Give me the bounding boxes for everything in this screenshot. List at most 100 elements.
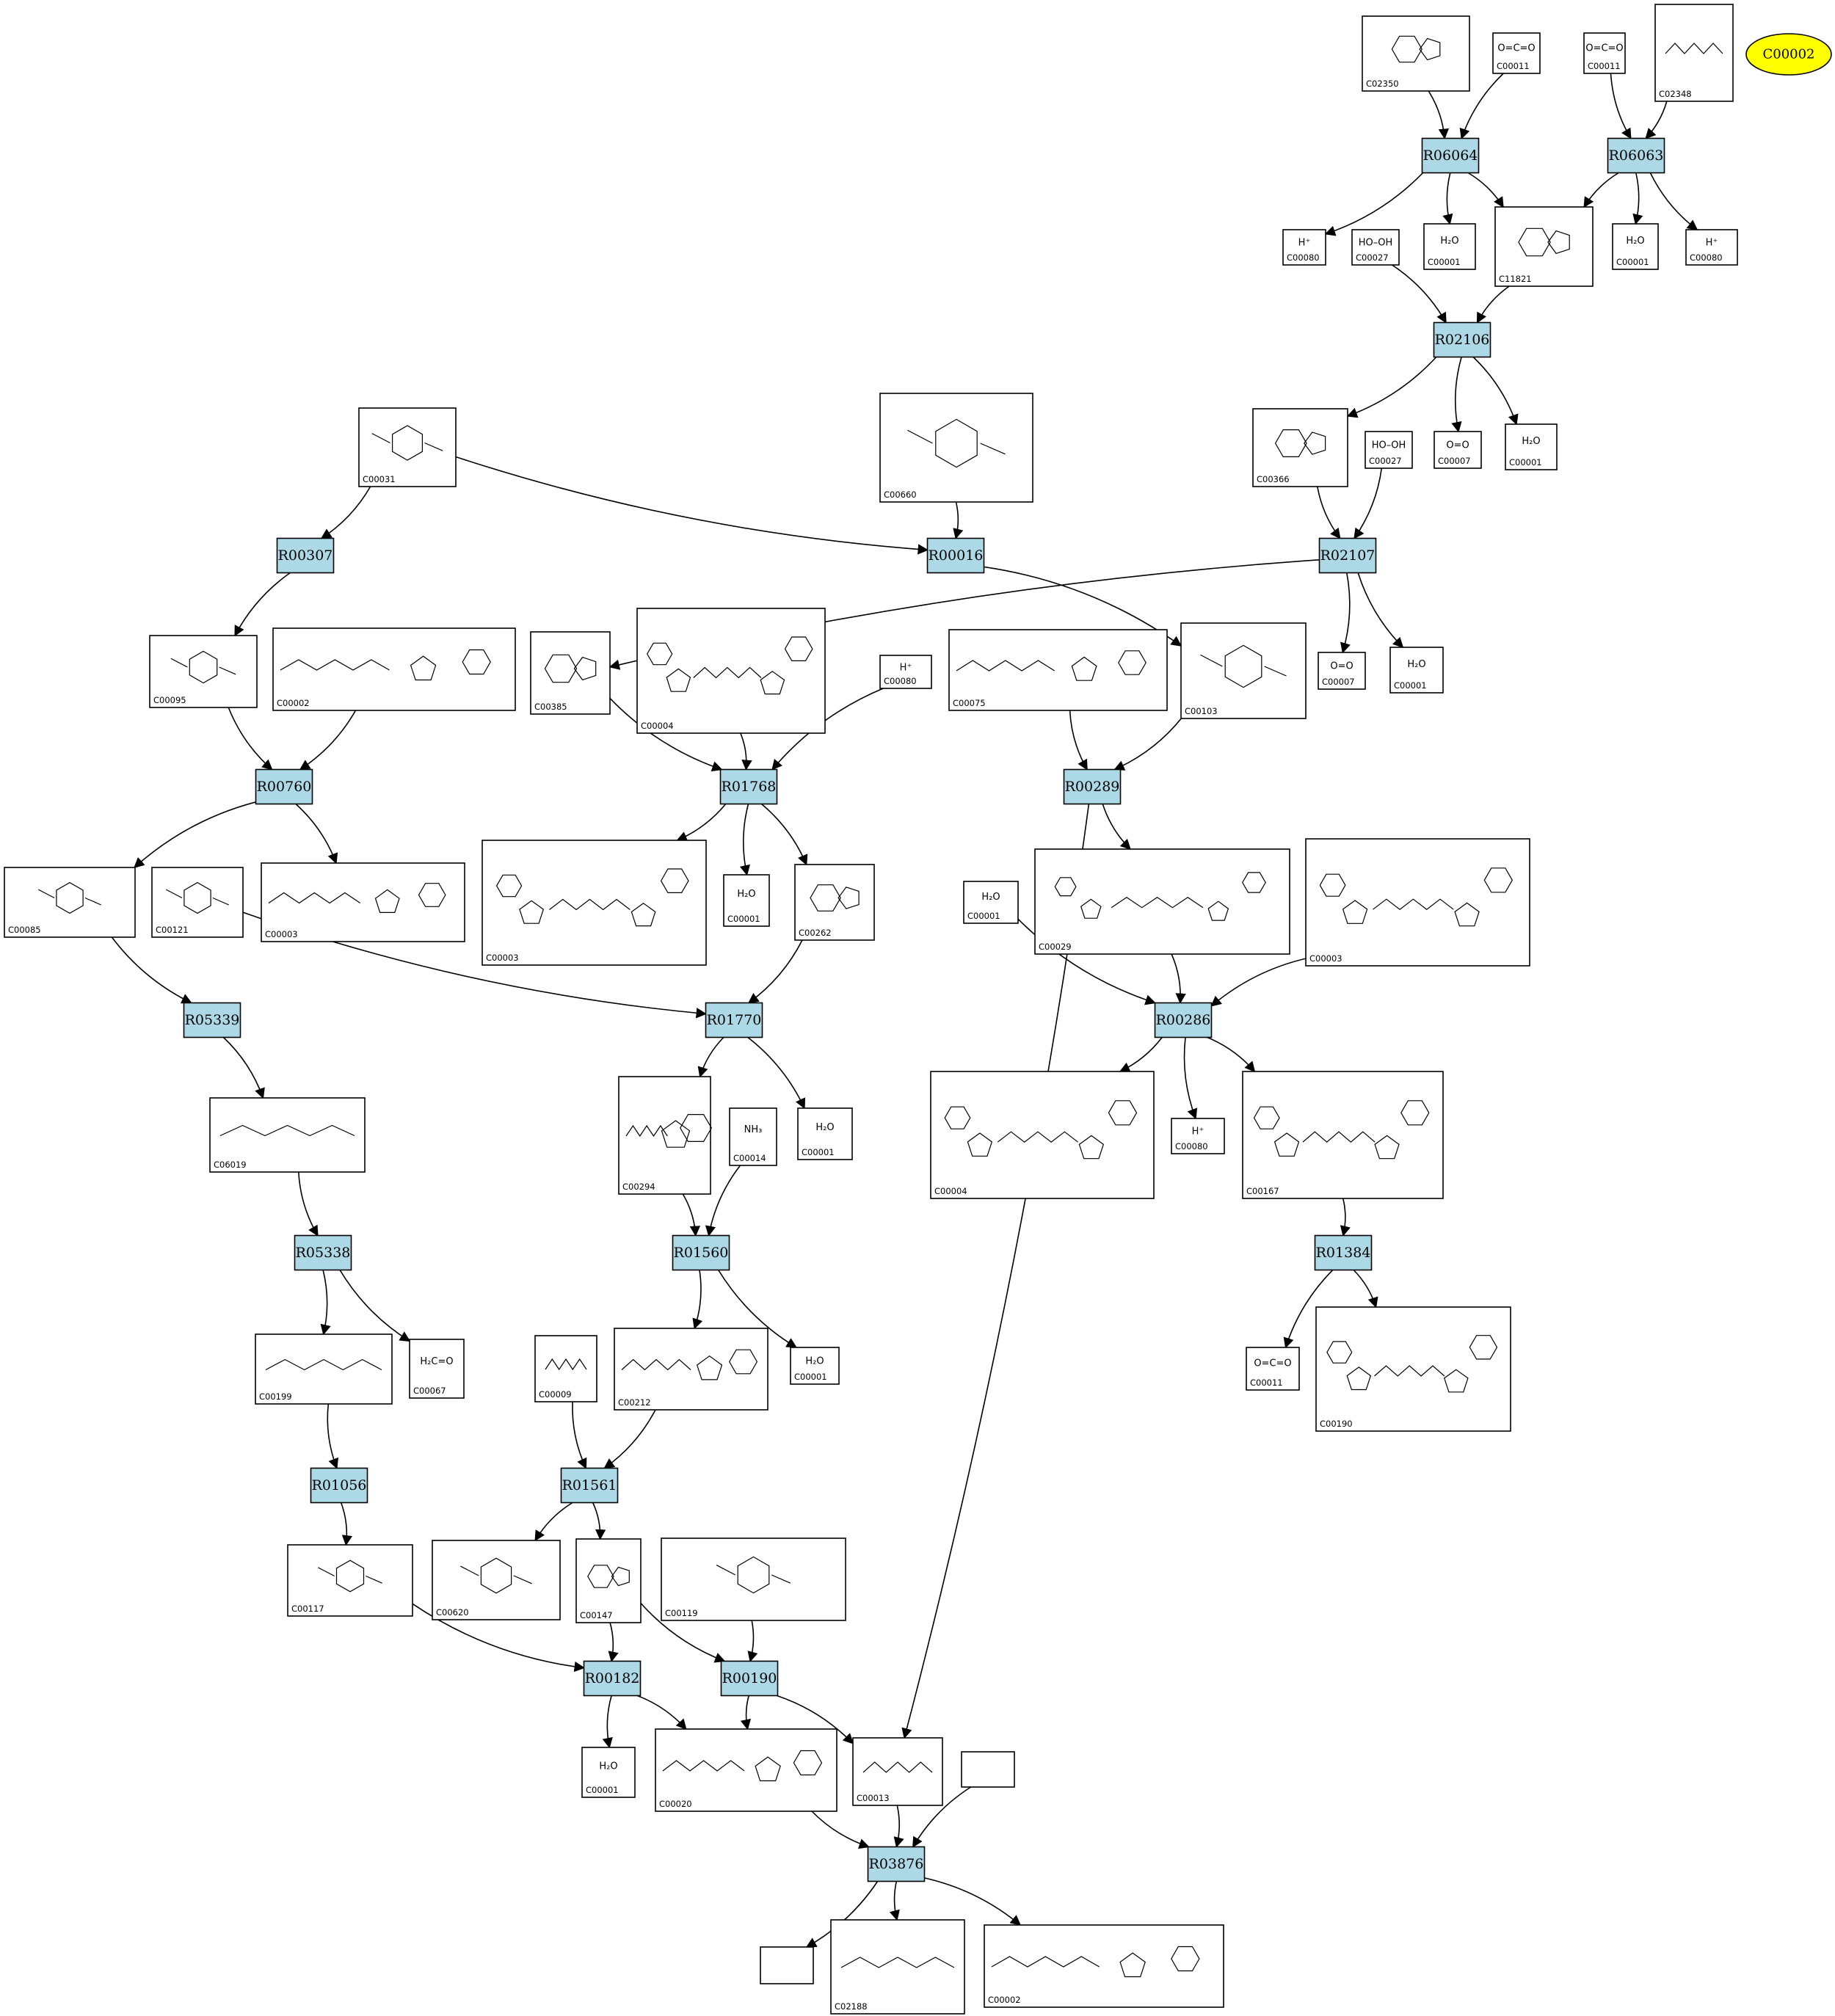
compound-node[interactable]: C06019	[209, 1097, 366, 1173]
compound-node[interactable]: C00003	[261, 862, 465, 942]
compound-node[interactable]: C00085	[4, 867, 136, 938]
compound-id: C00007	[1438, 456, 1471, 466]
reaction-node[interactable]: R00016	[926, 537, 985, 574]
reaction-arrow	[592, 1502, 606, 1540]
compound-node[interactable]: C00366	[1252, 408, 1348, 487]
compound-node[interactable]: C00117	[287, 1544, 413, 1617]
compound-node[interactable]	[760, 1946, 814, 1984]
compound-formula: H₂O	[815, 1122, 834, 1133]
compound-formula: H₂O	[805, 1356, 824, 1367]
reaction-node[interactable]: R00289	[1063, 768, 1122, 805]
compound-node[interactable]: C00020	[655, 1728, 837, 1812]
compound-node[interactable]: H⁺C00080	[1685, 229, 1738, 266]
reaction-box	[926, 537, 985, 574]
reaction-node[interactable]: R01561	[560, 1467, 619, 1504]
reaction-node[interactable]: R06064	[1421, 137, 1480, 174]
reaction-node[interactable]: R02107	[1318, 537, 1377, 574]
compound-node[interactable]: H⁺C00080	[1171, 1118, 1225, 1154]
reaction-node[interactable]: R00760	[255, 768, 313, 805]
compound-node[interactable]: C00003	[482, 840, 707, 966]
compound-node[interactable]: C00004	[636, 608, 826, 734]
compound-id: C00013	[857, 1793, 890, 1803]
compound-node[interactable]: C00147	[575, 1538, 642, 1623]
compound-node[interactable]: C00004	[930, 1071, 1155, 1199]
compound-node[interactable]: C00002	[984, 1924, 1224, 2008]
compound-formula: H₂O	[1626, 236, 1644, 247]
compound-node[interactable]: H⁺C00080	[879, 655, 932, 689]
compound-node[interactable]: C00075	[948, 629, 1168, 711]
compound-node[interactable]: C00031	[358, 407, 457, 487]
compound-node[interactable]: C00013	[852, 1737, 943, 1806]
reaction-node[interactable]: R06063	[1607, 137, 1665, 174]
compound-node[interactable]: C00262	[794, 864, 875, 941]
reaction-box	[719, 768, 778, 805]
reaction-node[interactable]: R01056	[310, 1467, 368, 1504]
compound-id: C00002	[277, 698, 310, 708]
reaction-node[interactable]: R05338	[294, 1234, 352, 1271]
reaction-node[interactable]: R03876	[867, 1846, 926, 1882]
compound-node[interactable]: C00620	[432, 1540, 561, 1620]
compound-node[interactable]: C00199	[255, 1333, 393, 1405]
reaction-node[interactable]: R00182	[583, 1660, 642, 1697]
compound-box	[879, 655, 932, 689]
compound-id: C00001	[727, 914, 760, 924]
compound-node[interactable]: C00212	[614, 1328, 768, 1411]
compound-node[interactable]: C00385	[530, 631, 611, 715]
compound-node[interactable]: C00660	[879, 393, 1033, 503]
compound-node[interactable]: C00294	[618, 1076, 712, 1195]
reaction-node[interactable]: R01768	[719, 768, 778, 805]
compound-box	[1351, 229, 1400, 266]
compound-node[interactable]: C00002	[272, 627, 516, 711]
compound-node[interactable]: C02188	[830, 1919, 965, 2015]
compound-node[interactable]: C00095	[149, 635, 258, 708]
compound-id: C00121	[156, 925, 189, 935]
compound-node[interactable]: C00103	[1180, 622, 1307, 719]
highlighted-compound[interactable]: C00002	[1745, 33, 1832, 76]
compound-node[interactable]: H⁺C00080	[1282, 229, 1326, 266]
reaction-arrow	[889, 1881, 900, 1921]
reaction-node[interactable]: R00286	[1154, 1002, 1213, 1038]
compound-node[interactable]	[961, 1751, 1015, 1788]
compound-node[interactable]: C11821	[1494, 206, 1594, 287]
compound-node[interactable]: C02350	[1362, 15, 1470, 92]
compound-node[interactable]: C00167	[1242, 1071, 1444, 1199]
compound-node[interactable]: C00009	[534, 1335, 597, 1402]
reaction-arrow	[1324, 172, 1424, 236]
compound-id: C00027	[1356, 252, 1389, 263]
compound-node[interactable]: C00121	[151, 867, 244, 938]
reaction-node[interactable]: R00307	[276, 537, 335, 574]
reaction-node[interactable]: R01770	[705, 1002, 763, 1038]
reaction-node[interactable]: R05339	[183, 1002, 241, 1038]
compound-node[interactable]: C00190	[1315, 1306, 1511, 1432]
compound-node[interactable]: C00119	[661, 1538, 846, 1621]
reaction-node[interactable]: R01560	[672, 1234, 730, 1271]
compound-id: C00014	[733, 1153, 766, 1163]
compound-node[interactable]: C02348	[1654, 4, 1734, 102]
reaction-node[interactable]: R00190	[720, 1660, 779, 1697]
reaction-node[interactable]: R02106	[1433, 321, 1491, 358]
compound-nodes: C02350O=C=OC00011O=C=OC00011C02348H⁺C000…	[4, 4, 1738, 2015]
compound-node[interactable]: C00029	[1034, 848, 1290, 955]
reaction-arrow	[805, 1881, 879, 1948]
reaction-node[interactable]: R01384	[1314, 1234, 1373, 1271]
structure-glyph	[495, 868, 689, 927]
compound-node[interactable]: C00003	[1305, 838, 1530, 967]
